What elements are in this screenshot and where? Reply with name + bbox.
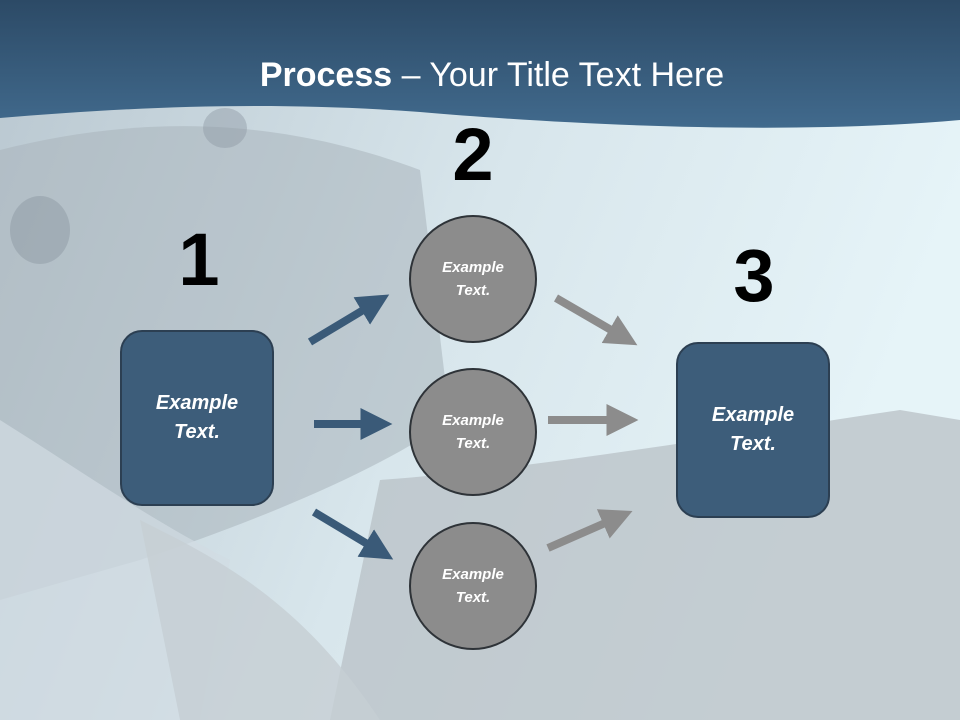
slide-title: Process – Your Title Text Here [0,52,960,98]
step-2-circle-top: Example Text. [409,215,537,343]
arrow-1-to-2-top [307,294,390,346]
step-1-box: Example Text. [120,330,274,506]
arrow-2-to-3-bottom [546,509,633,552]
step-1-text: Example Text. [155,392,239,443]
step-number-3: 3 [733,234,775,317]
step-3-text: Example Text. [711,404,795,455]
arrow-1-to-2-bottom [311,508,394,560]
step-2-text-bottom: Example Text. [442,566,504,606]
step-2-text-top: Example Text. [442,259,504,299]
step-2-circle-middle: Example Text. [409,368,537,496]
arrow-2-to-3-top [553,294,638,346]
step-2-text-middle: Example Text. [442,412,504,452]
step-number-1: 1 [178,218,220,301]
step-2-circle-bottom: Example Text. [409,522,537,650]
title-bold: Process [259,56,393,94]
step-3-box: Example Text. [676,342,830,518]
step-number-2: 2 [452,113,494,196]
title-rest: – Your Title Text Here [392,56,725,94]
